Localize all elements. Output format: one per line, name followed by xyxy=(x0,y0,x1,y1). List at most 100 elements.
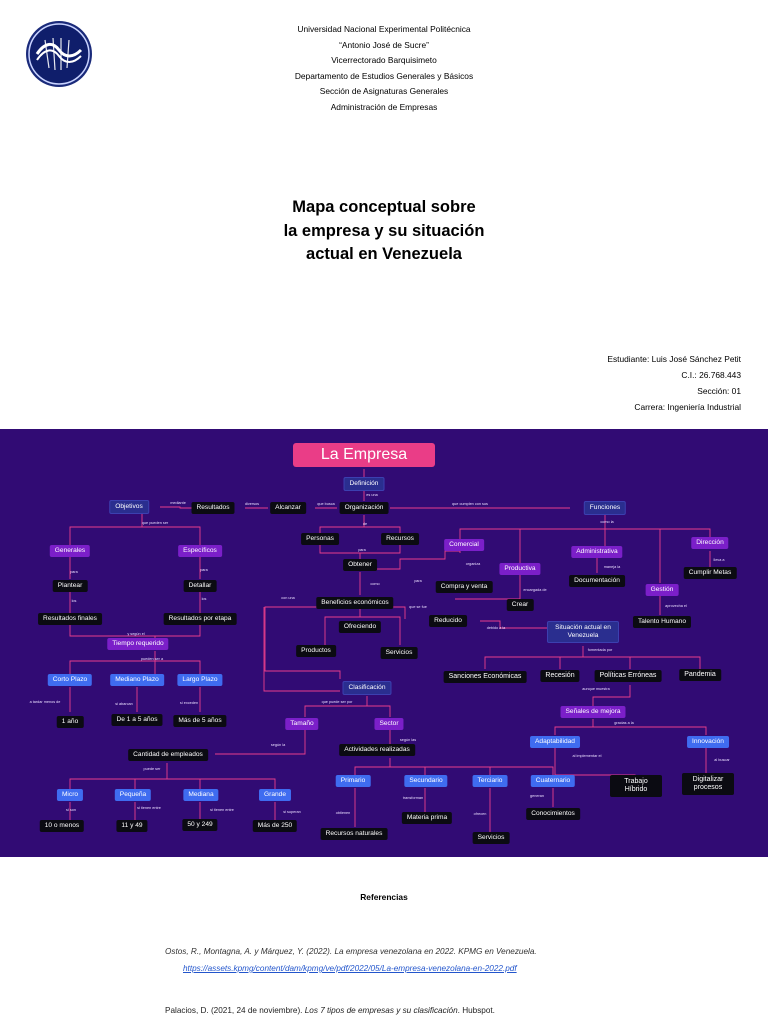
reference-2-source: . Hubspot. xyxy=(457,1006,495,1015)
node-micro: Micro xyxy=(56,789,84,801)
node-recursos-naturales: Recursos naturales xyxy=(320,828,388,840)
node-organizacion: Organización xyxy=(339,502,389,514)
node-alcanzar: Alcanzar xyxy=(270,502,306,514)
connector-label: si tienen entre xyxy=(210,808,234,812)
node-resultados-etapa: Resultados por etapa xyxy=(163,613,237,625)
connector-label: que cumplen con sus xyxy=(452,502,488,506)
connector-label: lleva a xyxy=(713,558,725,562)
connector-label: es una xyxy=(366,493,378,497)
node-innovacion: Innovación xyxy=(687,736,729,748)
connector-label: diversos xyxy=(244,502,260,506)
reference-1-link[interactable]: https://assets.kpmg/content/dam/kpmg/ve/… xyxy=(183,964,517,973)
node-largo-plazo: Largo Plazo xyxy=(177,674,223,686)
concept-map: La Empresa Definición Organización Alcan… xyxy=(0,429,768,857)
node-cuaternario: Cuaternario xyxy=(530,775,576,787)
connector-label: si superan xyxy=(283,810,301,814)
node-mas-250: Más de 250 xyxy=(252,820,298,832)
node-digitalizar: Digitalizar procesos xyxy=(682,773,734,795)
connector-label: si exceden xyxy=(179,701,199,705)
node-crear: Crear xyxy=(506,599,534,611)
node-sector: Sector xyxy=(374,718,404,730)
header-line: Universidad Nacional Experimental Polité… xyxy=(297,24,471,34)
node-ofreciendo: Ofreciendo xyxy=(338,621,382,633)
node-tiempo-requerido: Tiempo requerido xyxy=(107,638,169,650)
node-uno-a-cinco: De 1 a 5 años xyxy=(111,714,163,726)
reference-2: Palacios, D. (2021, 24 de noviembre). Lo… xyxy=(165,1006,495,1015)
node-detallar: Detallar xyxy=(183,580,217,592)
connector-label: obtienen xyxy=(335,811,351,815)
node-trabajo-hibrido: Trabajo Híbrido xyxy=(610,775,662,797)
node-especificos: Específicos xyxy=(178,545,222,557)
node-servicios-terciario: Servicios xyxy=(472,832,510,844)
connector-label: si son xyxy=(66,808,76,812)
node-mediano-plazo: Mediano Plazo xyxy=(110,674,164,686)
connector-label: a tardar menos de xyxy=(29,700,61,704)
node-corto-plazo: Corto Plazo xyxy=(47,674,93,686)
reference-2-title: Los 7 tipos de empresas y su clasificaci… xyxy=(304,1006,458,1015)
node-comercial: Comercial xyxy=(444,539,484,551)
node-cumplir-metas: Cumplir Metas xyxy=(683,567,737,579)
node-un-ano: 1 año xyxy=(56,716,84,728)
node-documentacion: Documentación xyxy=(569,575,625,587)
node-definicion: Definición xyxy=(343,477,385,491)
connector-label: como la xyxy=(600,520,614,524)
connector-label: que busca xyxy=(317,502,335,506)
connector-label: para xyxy=(200,568,208,572)
node-cantidad-empleados: Cantidad de empleados xyxy=(128,749,208,761)
title-line: la empresa y su situación xyxy=(283,221,485,240)
connector-label: de xyxy=(362,522,368,526)
node-recursos: Recursos xyxy=(381,533,419,545)
node-obtener: Obtener xyxy=(343,559,377,571)
node-senales: Señales de mejora xyxy=(560,706,626,718)
header-line: Sección de Asignaturas Generales xyxy=(319,86,449,97)
node-pandemia: Pandemia xyxy=(679,669,721,681)
node-recesion: Recesión xyxy=(540,670,580,682)
node-gestion: Gestión xyxy=(645,584,679,596)
node-pequena: Pequeña xyxy=(114,789,152,801)
student-info: Estudiante: Luis José Sánchez Petit C.I.… xyxy=(607,351,741,415)
connector-label: como xyxy=(370,582,380,586)
connector-label: los xyxy=(201,597,207,601)
node-compra-venta: Compra y venta xyxy=(435,581,493,593)
connector-label: si abarcan xyxy=(115,702,133,706)
node-talento-humano: Talento Humano xyxy=(632,616,692,628)
node-funciones: Funciones xyxy=(583,501,627,515)
node-mediana: Mediana xyxy=(183,789,219,801)
connector-label: con una xyxy=(281,596,295,600)
node-administrativa: Administrativa xyxy=(571,546,623,558)
node-resultados: Resultados xyxy=(191,502,235,514)
connector-label: para xyxy=(414,579,422,583)
student-career: Carrera: Ingeniería Industrial xyxy=(634,402,741,412)
connector-label: según las xyxy=(399,738,417,742)
node-once-49: 11 y 49 xyxy=(116,820,148,832)
connector-label: ofrecen xyxy=(473,812,487,816)
document-title: Mapa conceptual sobre la empresa y su si… xyxy=(234,196,534,267)
node-reducido: Reducido xyxy=(429,615,467,627)
connector-label: que pueden ser xyxy=(141,521,169,525)
connector-label: según la xyxy=(270,743,286,747)
connector-label: transforman xyxy=(402,796,424,800)
node-primario: Primario xyxy=(335,775,371,787)
node-politicas: Políticas Erróneas xyxy=(594,670,662,682)
node-clasificacion: Clasificación xyxy=(342,681,392,695)
connector-label: puede ser xyxy=(143,767,161,771)
institution-header: Universidad Nacional Experimental Polité… xyxy=(260,22,508,116)
node-terciario: Terciario xyxy=(472,775,508,787)
title-line: actual en Venezuela xyxy=(306,245,462,263)
node-diez-o-menos: 10 o menos xyxy=(39,820,85,832)
node-beneficios: Beneficios económicos xyxy=(316,597,394,609)
node-cincuenta-249: 50 y 249 xyxy=(182,819,218,831)
header-line: Vicerrectorado Barquisimeto xyxy=(331,55,437,66)
student-section: Sección: 01 xyxy=(697,386,741,396)
connector-label: mediante xyxy=(170,501,186,505)
connector-label: y según el xyxy=(127,632,145,636)
node-personas: Personas xyxy=(301,533,339,545)
connector-label: para xyxy=(358,548,366,552)
university-logo-icon xyxy=(26,21,92,87)
node-materia-prima: Materia prima xyxy=(401,812,453,824)
student-id: C.I.: 26.768.443 xyxy=(681,370,741,380)
node-secundario: Secundario xyxy=(404,775,448,787)
node-adaptabilidad: Adaptabilidad xyxy=(530,736,580,748)
connector-label: los xyxy=(71,599,77,603)
node-tamano: Tamaño xyxy=(285,718,319,730)
